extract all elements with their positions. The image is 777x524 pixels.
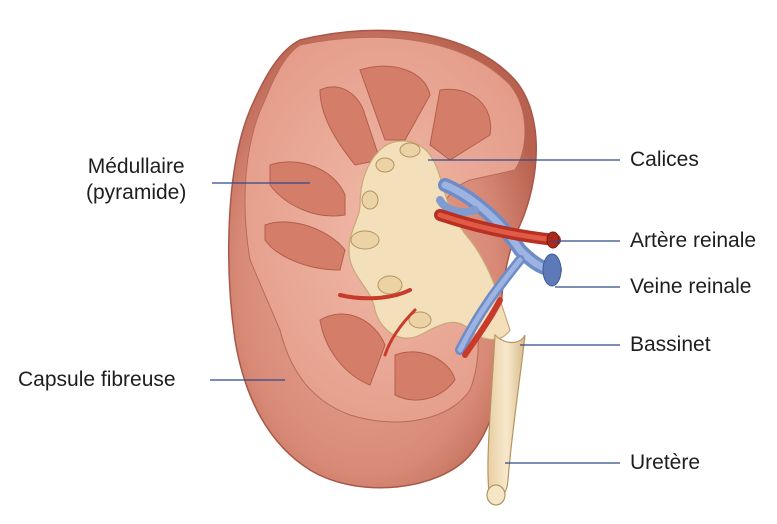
label-medullaire-line2: (pyramide) [86, 180, 186, 206]
ureter-end [487, 485, 505, 505]
label-medullaire-line1: Médullaire [86, 154, 186, 180]
label-bassinet: Bassinet [630, 332, 711, 358]
label-uretere: Uretère [630, 450, 700, 476]
ureter-shape [488, 335, 525, 501]
label-medullaire: Médullaire (pyramide) [86, 154, 186, 206]
label-artere: Artère reinale [630, 228, 756, 254]
label-calices: Calices [630, 147, 699, 173]
label-capsule: Capsule fibreuse [18, 367, 176, 393]
label-veine: Veine reinale [630, 274, 751, 300]
